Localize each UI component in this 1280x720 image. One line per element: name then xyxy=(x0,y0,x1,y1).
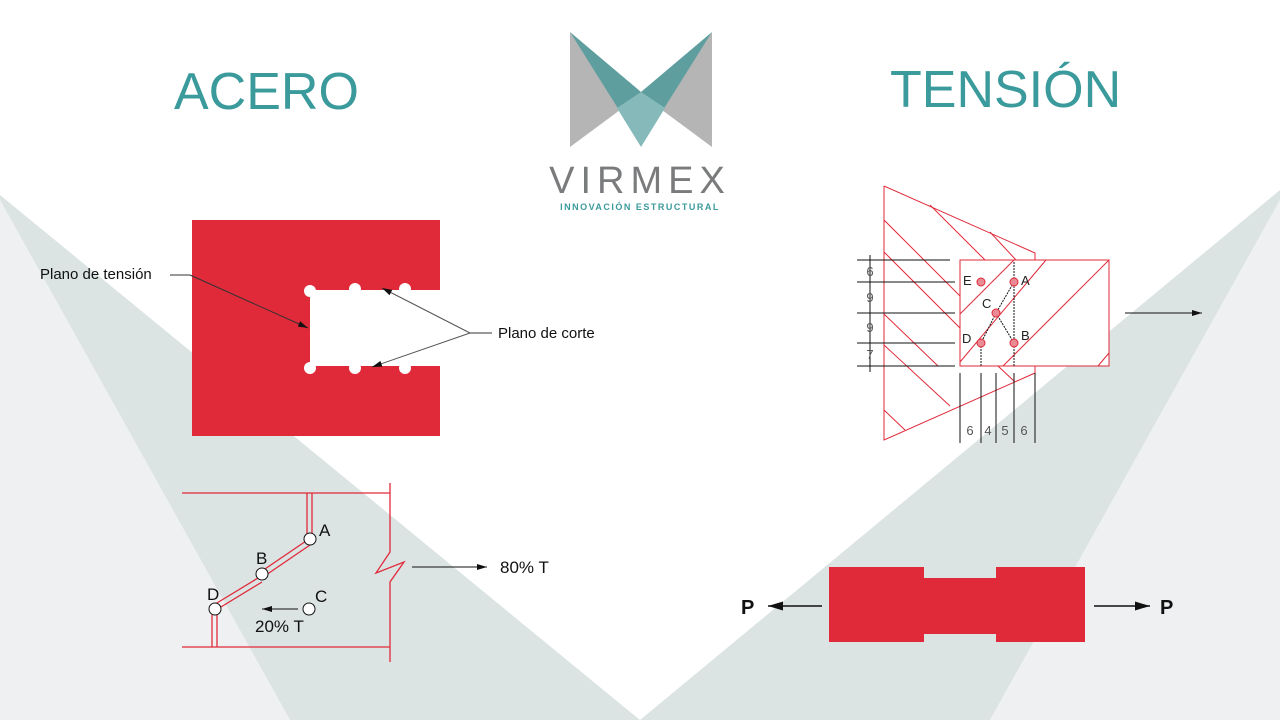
dim-h-4: 6 xyxy=(1020,423,1027,438)
logo-tagline: INNOVACIÓN ESTRUCTURAL xyxy=(560,201,720,212)
left-title: ACERO xyxy=(174,63,359,121)
logo-wordmark: VIRMEX xyxy=(549,160,731,202)
right-title: TENSIÓN xyxy=(890,61,1122,119)
bolt-path-figure xyxy=(182,483,406,662)
force-20-label: 20% T xyxy=(255,617,304,636)
left-force-label: P xyxy=(741,597,754,619)
bolt-c xyxy=(302,602,316,616)
dim-v-3: 9 xyxy=(866,320,873,335)
bolt-d xyxy=(208,602,222,616)
block-shear-figure: Plano de tensión Plano de corte xyxy=(40,220,595,436)
gusset-bolt-e: E xyxy=(963,273,972,288)
dim-h-1: 6 xyxy=(966,423,973,438)
label-b: B xyxy=(256,549,267,568)
virmex-logo: VIRMEX INNOVACIÓN ESTRUCTURAL xyxy=(549,32,731,212)
dim-h-3: 5 xyxy=(1001,423,1008,438)
label-c: C xyxy=(315,587,327,606)
bolt-a xyxy=(303,532,317,546)
gusset-bolt-b: B xyxy=(1021,328,1030,343)
force-80-label: 80% T xyxy=(500,558,549,577)
gusset-figure: E A C D B 6 9 9 7 6 4 5 6 xyxy=(857,185,1202,443)
tension-plane-label: Plano de tensión xyxy=(40,266,152,283)
gusset-bolt-a: A xyxy=(1021,273,1030,288)
dim-v-4: 7 xyxy=(866,347,873,362)
label-d: D xyxy=(207,585,219,604)
label-a: A xyxy=(319,521,331,540)
gusset-bolt-d: D xyxy=(962,331,971,346)
right-force-label: P xyxy=(1160,597,1173,619)
bolt-b xyxy=(255,567,269,581)
dim-v-2: 9 xyxy=(866,290,873,305)
dim-h-2: 4 xyxy=(984,423,991,438)
dim-v-1: 6 xyxy=(866,264,873,279)
shear-plane-label: Plano de corte xyxy=(498,325,595,342)
gusset-bolt-c: C xyxy=(982,296,991,311)
plate-figure: P P xyxy=(741,567,1173,642)
